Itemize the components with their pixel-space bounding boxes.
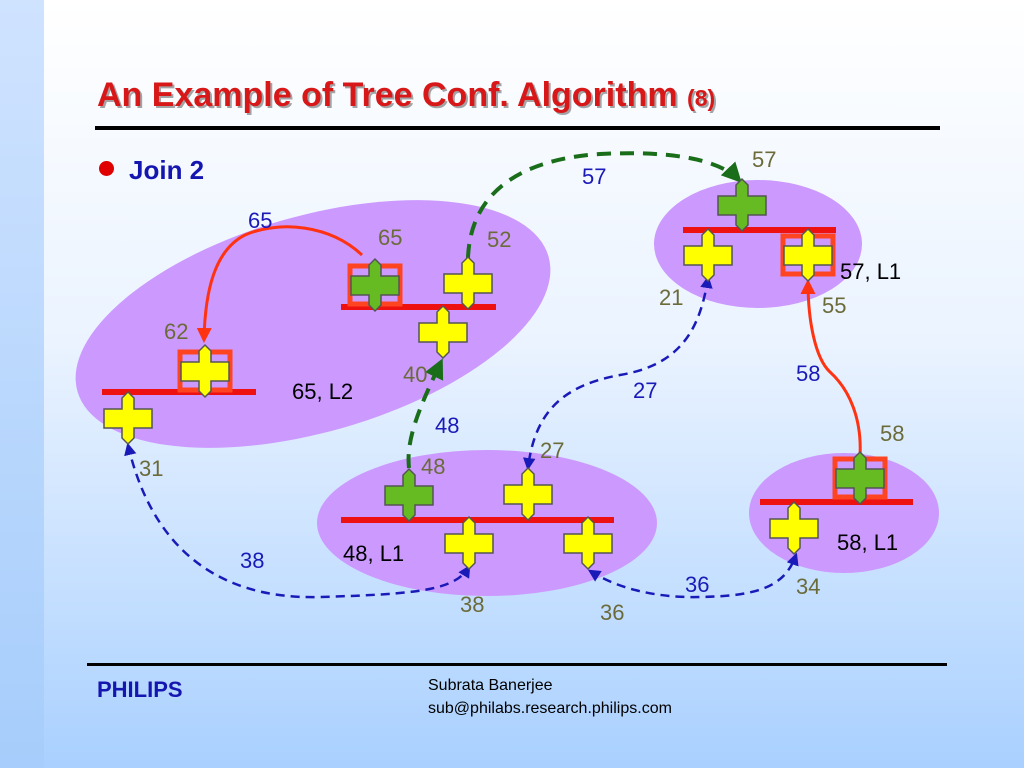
node-label: 62 [164,319,188,344]
group-label: 58, L1 [837,530,898,555]
left-band [0,0,44,768]
node-34 [769,500,819,556]
node-55 [780,227,836,283]
arrow-31-38 [124,442,471,599]
node-label: 48 [421,454,445,479]
node-31 [103,390,153,446]
node-58 [832,450,888,506]
arrow-21-27 [522,275,713,471]
edge-label: 38 [240,548,264,573]
node-40 [418,304,468,360]
slide-title-text: An Example of Tree Conf. Algorithm [97,76,678,114]
bullet-dot [99,161,114,176]
edge-label: 57 [582,164,606,189]
edge-label: 58 [796,361,820,386]
arrow-58-to-55 [800,279,862,457]
edge-label: 36 [685,572,709,597]
node-52 [443,255,493,311]
node-27 [503,466,553,522]
edge-label: 48 [435,413,459,438]
arrow-52-to-57 [466,151,742,259]
footer-email: sub@philabs.research.philips.com [428,700,672,717]
node-label: 52 [487,227,511,252]
node-48 [384,467,434,523]
node-label: 21 [659,285,683,310]
edge-label: 65 [248,208,272,233]
node-65 [347,257,403,313]
arrow-36-34 [587,552,799,599]
node-label: 55 [822,293,846,318]
group-label: 65, L2 [292,379,353,404]
title-rule [95,126,940,130]
node-label: 65 [378,225,402,250]
node-57 [717,177,767,233]
node-21 [683,227,733,283]
group-label: 48, L1 [343,541,404,566]
node-label: 27 [540,438,564,463]
footer-author: Subrata Banerjee [428,677,553,694]
footer-rule [87,663,947,666]
node-62 [177,343,233,399]
node-label: 34 [796,574,820,599]
arrow-65-to-62 [196,225,364,343]
node-label: 38 [460,592,484,617]
bullet-item: Join 2 [99,155,204,186]
slide-title: An Example of Tree Conf. Algorithm (8) [97,76,715,115]
bullet-text: Join 2 [129,155,205,185]
edge-label: 27 [633,378,657,403]
footer-brand: PHILIPS [97,677,183,702]
node-36 [563,515,613,571]
node-label: 40 [403,362,427,387]
footer-author-block: Subrata Banerjee sub@philabs.research.ph… [428,674,672,720]
group-65-l2-region [75,200,551,448]
node-label: 57 [752,147,776,172]
node-label: 31 [139,456,163,481]
node-38 [444,515,494,571]
group-label: 57, L1 [840,259,901,284]
node-label: 36 [600,600,624,625]
slide-title-suffix: (8) [687,85,716,111]
node-label: 58 [880,421,904,446]
